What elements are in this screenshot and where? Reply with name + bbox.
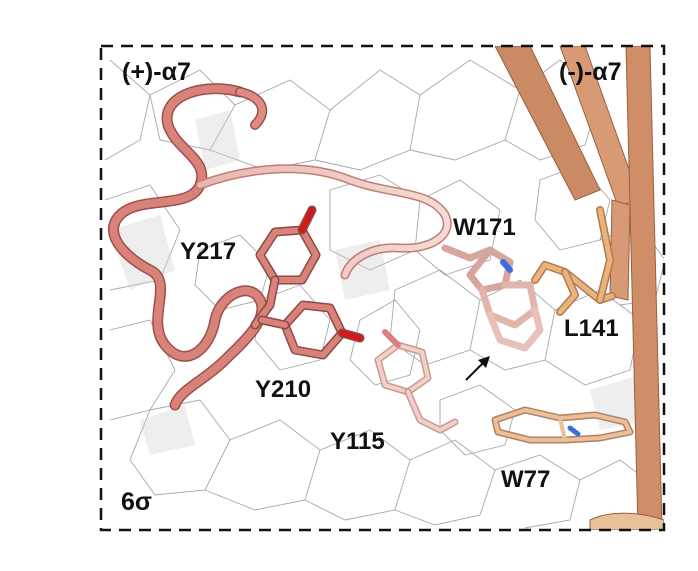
l141-sidechain	[531, 206, 616, 316]
dashed-frame	[99, 44, 666, 532]
y210-sidechain	[257, 300, 365, 360]
minus-subunit-label: (-)-α7	[559, 58, 622, 86]
contour-level-label: 6σ	[121, 488, 153, 516]
w77-sidechain	[491, 406, 634, 444]
residue-label-y217: Y217	[180, 238, 237, 265]
residue-label-w171: W171	[453, 214, 516, 241]
arrow-icon	[465, 356, 490, 381]
residue-label-w77: W77	[501, 466, 551, 493]
residue-label-l141: L141	[564, 315, 619, 342]
w171-sidechain	[441, 244, 544, 352]
y115-sidechain	[374, 329, 459, 434]
plus-subunit-label: (+)-α7	[122, 58, 191, 86]
minus-subunit-ribbon	[494, 46, 664, 530]
residue-label-y115: Y115	[330, 428, 385, 455]
residue-label-y210: Y210	[255, 376, 312, 403]
density-mesh	[104, 59, 664, 529]
